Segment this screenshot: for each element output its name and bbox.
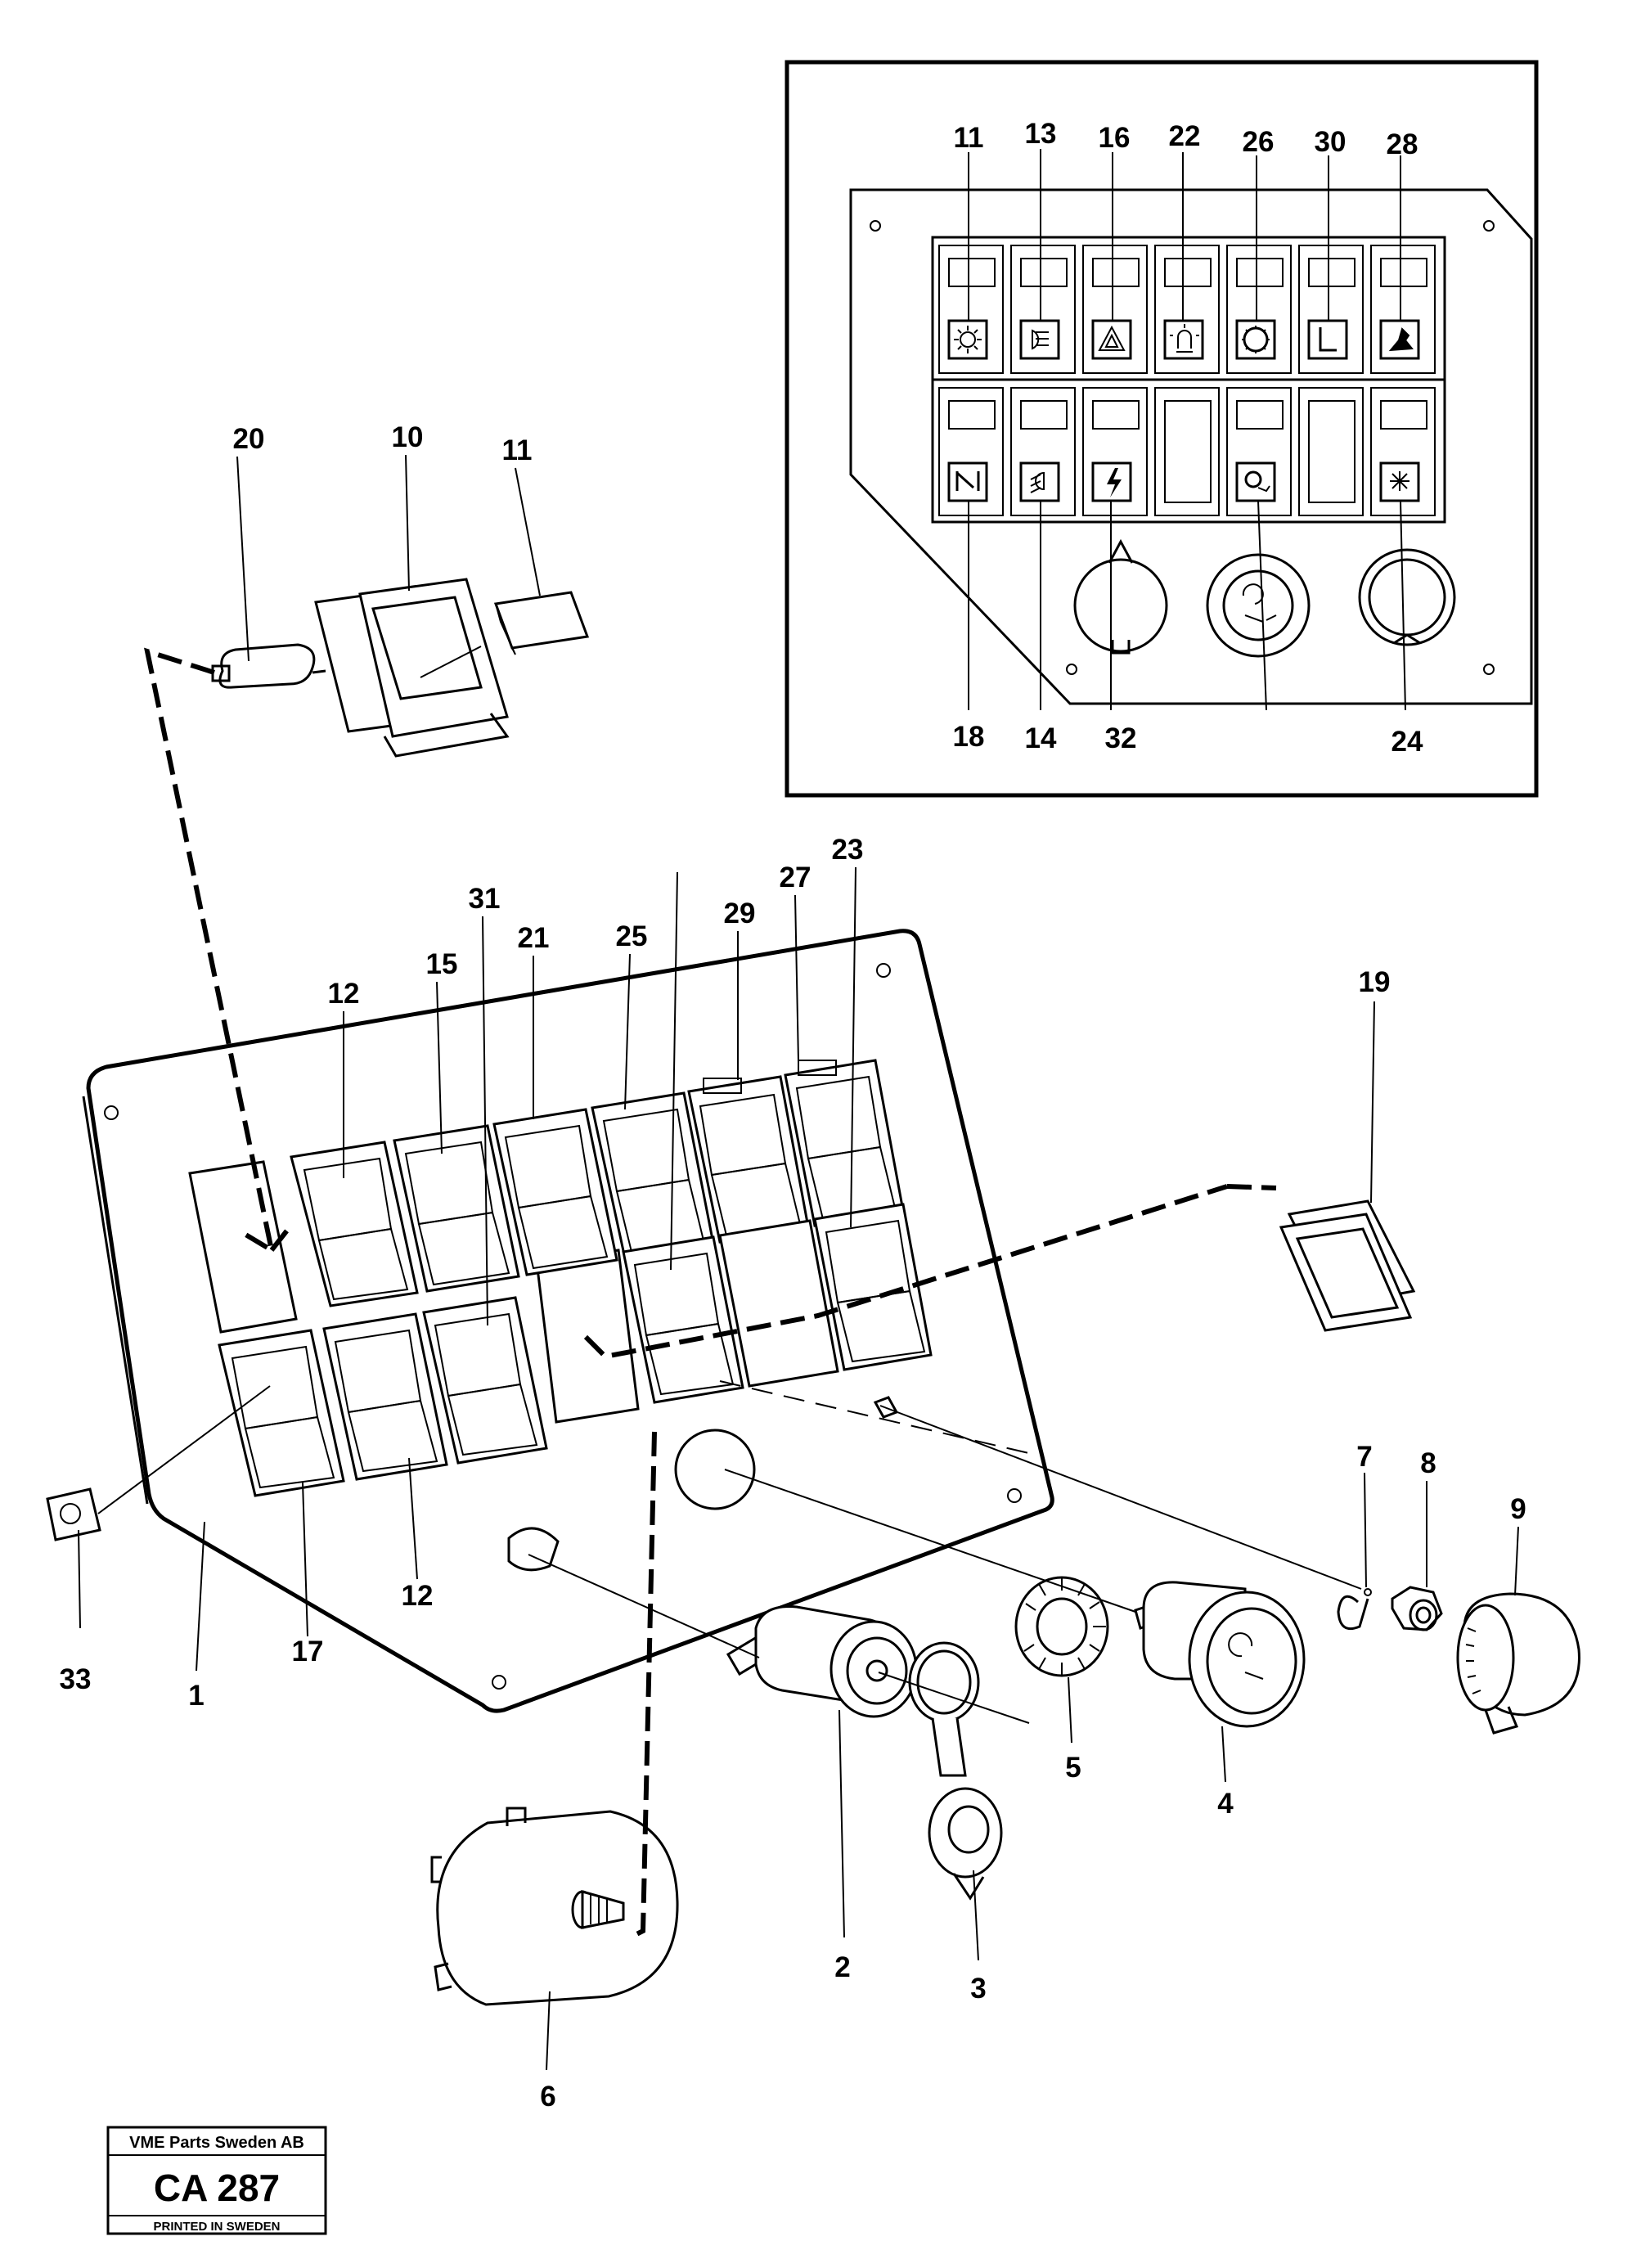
callout-14: 14 (1025, 722, 1057, 754)
clip-7 (1337, 1588, 1372, 1631)
main-switches (218, 1059, 933, 1497)
stamp-code: CA 287 (154, 2167, 280, 2209)
inset-switch-24 (1370, 387, 1436, 516)
inset-switch-blank-a (1154, 387, 1220, 516)
callout-22: 22 (1169, 120, 1201, 152)
callout-17: 17 (292, 1636, 324, 1667)
inset-switch-28 (1370, 245, 1436, 374)
callout-23: 23 (832, 834, 864, 866)
title-stamp: VME Parts Sweden AB CA 287 PRINTED IN SW… (106, 2126, 327, 2235)
callout-12-bottom: 12 (402, 1580, 434, 1612)
inset-switch-11 (938, 245, 1004, 374)
callout-labels: 11 13 16 22 26 30 28 18 14 32 24 20 10 1… (60, 118, 1526, 2113)
inset-switch-13 (1010, 245, 1076, 374)
callout-10: 10 (392, 421, 424, 453)
inset-switch-26 (1226, 245, 1292, 374)
switch-31 (422, 1296, 548, 1465)
inset-fittings (1073, 538, 1456, 658)
cap-3 (908, 1641, 1003, 1901)
assembly-lines (144, 647, 1362, 1938)
inset-switch-14 (1010, 387, 1076, 516)
nut-8 (1391, 1586, 1443, 1631)
inset-switch-row-bottom (938, 387, 1436, 516)
callout-8: 8 (1420, 1447, 1436, 1479)
callout-33: 33 (60, 1663, 92, 1695)
callout-24: 24 (1391, 726, 1423, 758)
inset-box (785, 60, 1539, 798)
callout-21: 21 (518, 922, 550, 954)
bulb-20 (211, 643, 326, 689)
callout-31: 31 (469, 883, 501, 915)
callout-28: 28 (1387, 128, 1418, 160)
inset-switch-blank-b (1298, 387, 1364, 516)
callout-20: 20 (233, 423, 265, 455)
block-33 (46, 1487, 101, 1541)
fitting-2 (726, 1605, 918, 1718)
callout-13: 13 (1025, 118, 1057, 150)
inset-switch-18 (938, 387, 1004, 516)
callout-6: 6 (540, 2081, 555, 2113)
cover-19 (1279, 1199, 1416, 1332)
knob-9 (1456, 1592, 1580, 1735)
stamp-company: VME Parts Sweden AB (129, 2134, 304, 2152)
inset-switch-16 (1082, 245, 1148, 374)
callout-26: 26 (1243, 126, 1275, 158)
inset-switch-row-top (938, 245, 1436, 374)
rotary-switch-6 (430, 1807, 679, 2006)
callout-5: 5 (1065, 1752, 1081, 1784)
callout-4: 4 (1217, 1788, 1234, 1820)
callout-2: 2 (834, 1951, 850, 1983)
callout-32: 32 (1105, 722, 1137, 754)
switch-12-top (290, 1141, 419, 1307)
callout-7: 7 (1356, 1441, 1372, 1473)
callout-12-top: 12 (328, 978, 360, 1010)
switch-15 (393, 1124, 520, 1293)
switch-23 (813, 1203, 933, 1371)
inset-switch-22 (1154, 245, 1220, 374)
callout-25: 25 (616, 920, 648, 952)
switch-21 (492, 1108, 618, 1276)
inset-leaders (968, 149, 1406, 711)
callout-29: 29 (724, 898, 756, 929)
callout-11: 11 (502, 434, 533, 466)
callout-19: 19 (1359, 966, 1391, 998)
callout-3: 3 (970, 1973, 986, 2005)
callout-27: 27 (780, 862, 812, 893)
switch-housing-10 (314, 578, 510, 758)
stamp-printed: PRINTED IN SWEDEN (153, 2220, 280, 2234)
inset-switch-30 (1298, 245, 1364, 374)
lighter-4 (1134, 1581, 1306, 1728)
leader-lines (78, 454, 1519, 2071)
inset-switch-horn (1226, 387, 1292, 516)
callout-18: 18 (953, 721, 985, 753)
callout-30: 30 (1315, 126, 1347, 158)
callout-15: 15 (426, 948, 458, 980)
washer-5 (1014, 1576, 1109, 1677)
callout-9: 9 (1510, 1493, 1526, 1525)
switch-lower-blank (718, 1219, 839, 1388)
callout-16: 16 (1099, 122, 1131, 154)
callout-1: 1 (188, 1680, 204, 1712)
switch-17 (218, 1329, 345, 1497)
switch-12-bottom (322, 1312, 448, 1481)
main-panel (82, 929, 1054, 1713)
switch-lower-mid (622, 1235, 744, 1404)
lens-cap-11 (493, 591, 590, 655)
callout-11-inset: 11 (954, 122, 984, 154)
inset-switch-32 (1082, 387, 1148, 516)
